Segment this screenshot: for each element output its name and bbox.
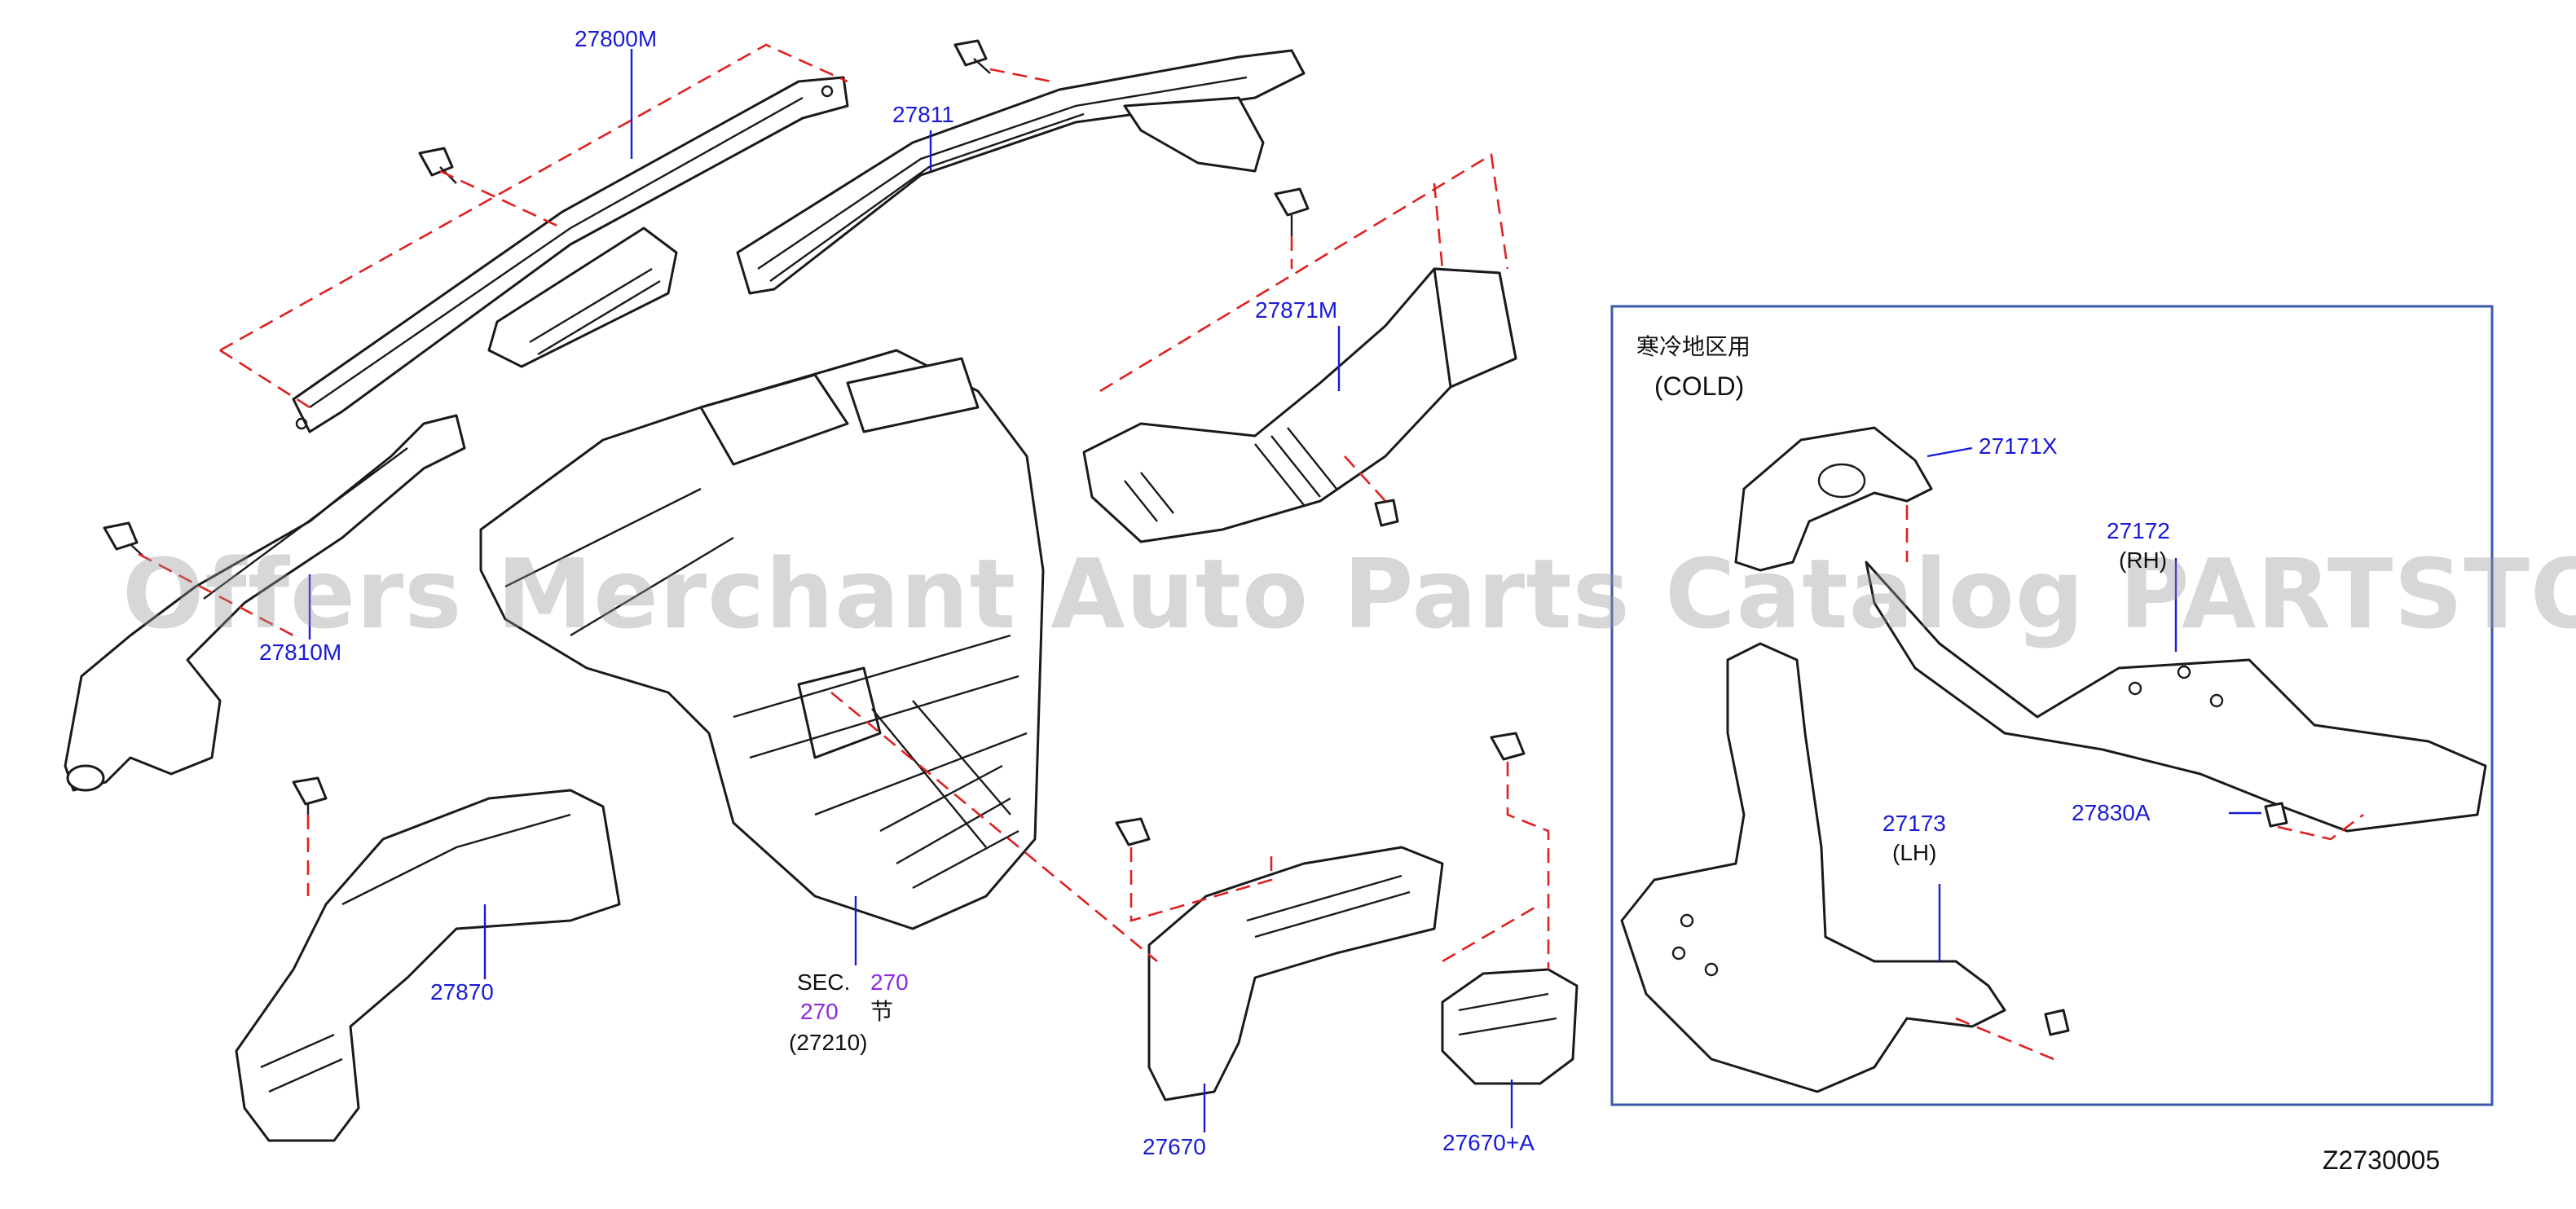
bolt-27871M-top <box>1274 187 1310 236</box>
part-27870-duct[interactable] <box>235 789 621 1142</box>
diagram-code: Z2730005 <box>2323 1145 2441 1175</box>
inset-title-cn: 寒冷地区用 <box>1636 333 1751 360</box>
assembly-dashed-lines <box>138 43 2364 1061</box>
leader-lines <box>308 49 2261 1132</box>
part-27670A-duct[interactable] <box>1441 968 1579 1085</box>
part-27172-duct[interactable] <box>1865 561 2487 833</box>
part-27171X-duct[interactable] <box>1734 426 1933 572</box>
section-suffix: 节 <box>870 999 894 1024</box>
part-27871M-duct[interactable] <box>1082 267 1517 543</box>
part-27810M-duct[interactable] <box>64 414 466 792</box>
clip-27830A <box>2264 802 2288 828</box>
section-number-link[interactable]: 270 <box>870 969 909 995</box>
inset-title-en: (COLD) <box>1654 371 1745 401</box>
label-27670[interactable]: 27670 <box>1143 1134 1206 1159</box>
cold-inset-frame <box>1610 305 2494 1106</box>
label-27830A[interactable]: 27830A <box>2072 800 2151 825</box>
label-27800M[interactable]: 27800M <box>575 26 658 51</box>
section-number-link-2[interactable]: 270 <box>800 999 839 1024</box>
label-27670A[interactable]: 27670+A <box>1442 1130 1535 1155</box>
label-27871M[interactable]: 27871M <box>1255 297 1338 323</box>
part-27670-duct[interactable] <box>1147 846 1444 1101</box>
bolt-27670 <box>1115 817 1151 846</box>
label-27810M[interactable]: 27810M <box>259 640 342 665</box>
label-27172-side: (RH) <box>2119 547 2168 573</box>
label-27173-side: (LH) <box>1892 840 1937 865</box>
label-27172[interactable]: 27172 <box>2107 518 2170 543</box>
section-part-number: (27210) <box>789 1030 868 1055</box>
label-27171X[interactable]: 27171X <box>1979 433 2058 459</box>
label-27173[interactable]: 27173 <box>1882 811 1946 836</box>
heater-unit-27210[interactable] <box>479 349 1045 930</box>
bolt-27670A <box>1490 732 1526 761</box>
part-27811-duct[interactable] <box>736 49 1306 295</box>
bolt-27811 <box>953 39 991 74</box>
bolt-27810M <box>103 521 143 556</box>
clip-27871M <box>1374 499 1399 527</box>
clip-27173 <box>2044 1009 2070 1036</box>
bolt-27870 <box>292 776 328 815</box>
part-27173-duct[interactable] <box>1620 642 2006 1093</box>
watermark-text: Offers Merchant Auto Parts Catalog PARTS… <box>122 538 2576 650</box>
section-label: SEC. <box>797 969 851 995</box>
part-27800M-duct[interactable] <box>292 76 849 433</box>
bolt-27800M <box>418 147 457 184</box>
label-27811[interactable]: 27811 <box>892 102 954 127</box>
label-27870[interactable]: 27870 <box>430 979 494 1005</box>
